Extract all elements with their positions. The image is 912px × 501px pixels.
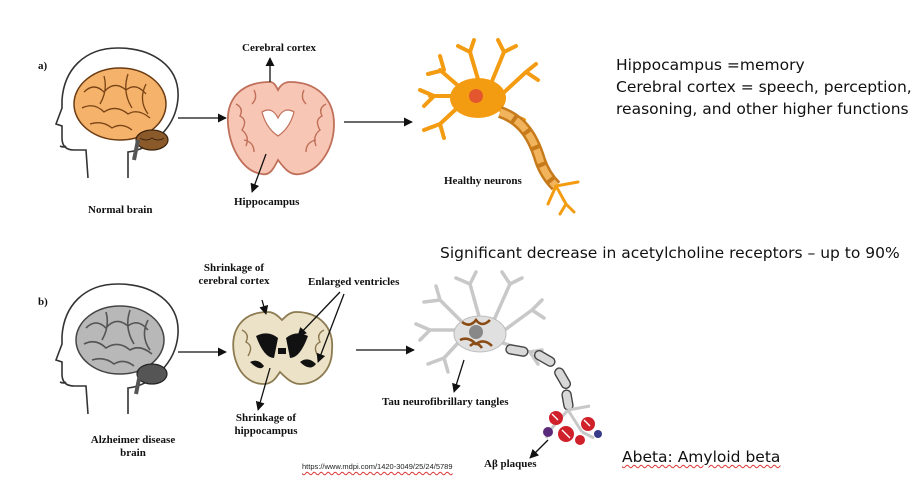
panel-a-label: a) xyxy=(38,60,48,72)
normal-brain-label: Normal brain xyxy=(88,204,153,216)
hippocampus-label: Hippocampus xyxy=(234,196,300,208)
healthy-neuron-illustration xyxy=(418,38,580,216)
cerebral-cortex-label: Cerebral cortex xyxy=(242,42,317,54)
note-cortex-functions-2: reasoning, and other higher functions xyxy=(616,100,909,118)
arrow-to-shrink-cortex xyxy=(259,299,269,315)
arrow-to-ventricle-2 xyxy=(316,293,345,363)
note-cortex-functions-1: Cerebral cortex = speech, perception, xyxy=(616,78,912,96)
shrinkage-hippocampus-label: Shrinkage of hippocampus xyxy=(234,412,298,437)
arrow-to-shrink-hippocampus xyxy=(255,367,271,411)
arrow-to-ventricle-1 xyxy=(297,291,341,337)
head-profile-normal xyxy=(54,47,179,179)
arrow-to-plaques-label xyxy=(529,439,549,459)
source-url[interactable]: https://www.mdpi.com/1420-3049/25/24/578… xyxy=(302,462,453,471)
shrinkage-cortex-label: Shrinkage of cerebral cortex xyxy=(198,262,270,287)
healthy-neurons-label: Healthy neurons xyxy=(444,175,522,187)
amyloid-plaques xyxy=(543,411,602,445)
ad-brain-illustration xyxy=(75,305,168,395)
coronal-section-ad xyxy=(232,311,333,385)
plaques-label: Aβ plaques xyxy=(484,458,537,470)
ad-neuron-illustration xyxy=(414,270,595,440)
arrow-to-tau-label xyxy=(452,359,465,393)
note-acetylcholine: Significant decrease in acetylcholine re… xyxy=(440,244,900,262)
note-hippocampus-memory: Hippocampus =memory xyxy=(616,56,805,74)
panel-b-label: b) xyxy=(38,296,48,308)
head-profile-ad xyxy=(54,283,179,415)
normal-brain-illustration xyxy=(73,67,169,161)
tau-tangles-label: Tau neurofibrillary tangles xyxy=(382,396,509,408)
coronal-section-normal xyxy=(227,81,335,176)
ad-brain-label: Alzheimer disease brain xyxy=(90,434,176,459)
arrow-to-hippocampus xyxy=(250,153,267,193)
enlarged-ventricles-label: Enlarged ventricles xyxy=(308,276,400,288)
note-abeta: Abeta: Amyloid beta xyxy=(622,448,781,466)
